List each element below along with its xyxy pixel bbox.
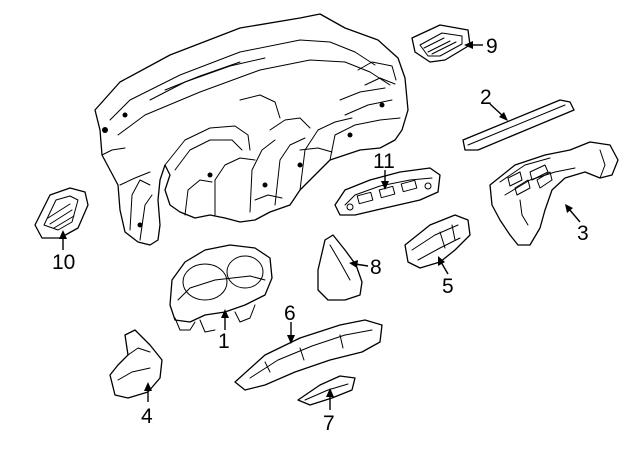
callout-3: 3 [577, 222, 589, 245]
part-7-lower-trim [297, 375, 356, 406]
callout-2: 2 [480, 86, 492, 109]
callout-10: 10 [52, 251, 75, 274]
part-10-vent [34, 187, 89, 239]
callout-labels: 1 2 3 4 5 6 7 8 9 10 11 [52, 35, 589, 435]
callout-5: 5 [442, 275, 454, 298]
part-4-bracket [109, 329, 163, 399]
part-2-trim-strip [462, 99, 575, 151]
instrument-panel-frame [94, 13, 409, 246]
callout-1: 1 [218, 330, 230, 353]
part-9-vent [411, 24, 471, 63]
part-6-lower-cover [234, 319, 383, 391]
callout-7: 7 [323, 412, 335, 435]
callout-4: 4 [141, 405, 153, 428]
callout-8: 8 [370, 256, 382, 279]
callout-6: 6 [284, 302, 296, 325]
part-8-side-panel [317, 234, 363, 301]
part-3-glove-box [489, 141, 619, 246]
leader-lines [59, 41, 581, 410]
part-11-switch-panel [334, 167, 441, 216]
callout-11: 11 [373, 150, 395, 173]
part-5-switch [404, 214, 471, 269]
callout-9: 9 [486, 35, 498, 58]
part-1-cluster [169, 244, 273, 333]
